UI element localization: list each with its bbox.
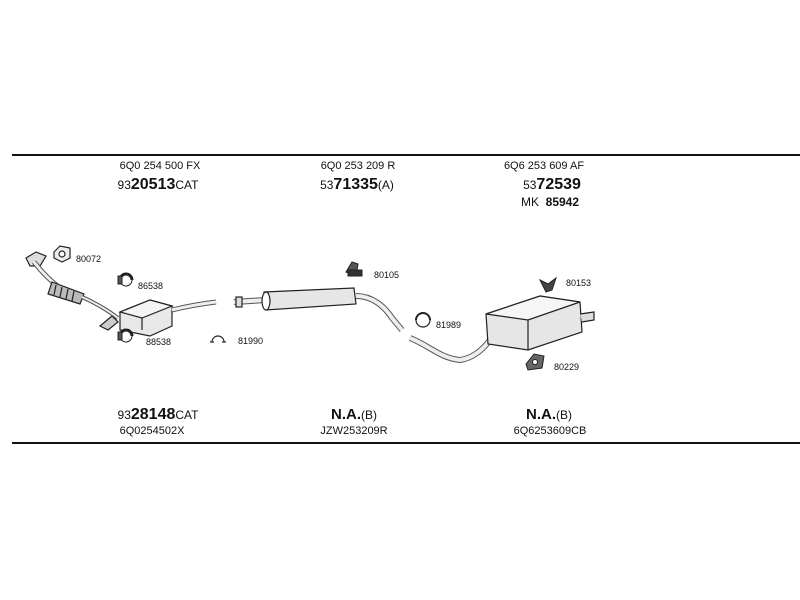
part-suffix: CAT <box>175 178 199 192</box>
component-label-80072: 80072 <box>76 254 102 264</box>
component-label-81990: 81990 <box>238 336 264 346</box>
part-prefix: 53 <box>523 178 537 192</box>
part-number-middle-silencer-alt: N.A.(B) <box>331 406 377 423</box>
clamp-81990 <box>210 335 226 343</box>
bottom-rule <box>12 442 800 444</box>
oe-number-front-pipe-alt: 6Q0254502X <box>119 425 185 437</box>
component-label-86538: 86538 <box>138 281 164 291</box>
part-suffix: CAT <box>175 408 199 422</box>
component-label-81989: 81989 <box>436 320 462 330</box>
rubber-mount-80229 <box>525 353 545 371</box>
part-main: N.A. <box>331 406 361 423</box>
part-main: 20513 <box>130 176 176 193</box>
part-suffix: (B) <box>556 408 572 422</box>
mk-prefix: MK <box>520 195 539 209</box>
part-suffix: (A) <box>377 178 394 192</box>
part-prefix: 93 <box>117 178 131 192</box>
oe-number-rear-silencer: 6Q6 253 609 AF <box>503 160 585 172</box>
bracket-80153 <box>538 276 557 293</box>
component-label-88538: 88538 <box>146 337 172 347</box>
gasket-80072 <box>53 245 71 263</box>
component-label-80153: 80153 <box>566 278 592 288</box>
part-suffix: (B) <box>361 408 377 422</box>
part-number-middle-silencer: 5371335(A) <box>320 176 394 194</box>
front-pipe-catalyst <box>25 251 217 337</box>
part-main: N.A. <box>526 406 556 423</box>
clamp-81989 <box>415 312 431 328</box>
part-number-rear-silencer: 5372539 <box>523 176 581 194</box>
part-prefix: 53 <box>320 178 334 192</box>
part-main: 71335 <box>333 176 378 193</box>
oe-number-front-pipe: 6Q0 254 500 FX <box>119 160 201 172</box>
part-number-front-pipe: 9320513CAT <box>118 176 199 194</box>
part-number-rear-silencer-alt: N.A.(B) <box>526 406 572 423</box>
mounting-kit-number: MK 85942 <box>521 195 579 209</box>
component-label-80105: 80105 <box>374 270 400 280</box>
component-label-80229: 80229 <box>554 362 580 372</box>
part-main: 72539 <box>536 176 581 193</box>
clamp-86538 <box>117 272 134 287</box>
oe-number-rear-silencer-alt: 6Q6253609CB <box>513 425 587 437</box>
part-prefix: 93 <box>117 408 131 422</box>
clamp-88538 <box>117 328 134 343</box>
middle-silencer <box>233 287 405 332</box>
mk-number: 85942 <box>545 195 580 209</box>
part-number-front-pipe-alt: 9328148CAT <box>118 406 199 424</box>
oe-number-middle-silencer: 6Q0 253 209 R <box>320 160 396 172</box>
top-rule <box>12 154 800 156</box>
oe-number-middle-silencer-alt: JZW253209R <box>320 425 388 437</box>
rear-silencer <box>408 295 595 364</box>
rubber-mount-80105 <box>345 261 363 277</box>
part-main: 28148 <box>130 406 176 423</box>
